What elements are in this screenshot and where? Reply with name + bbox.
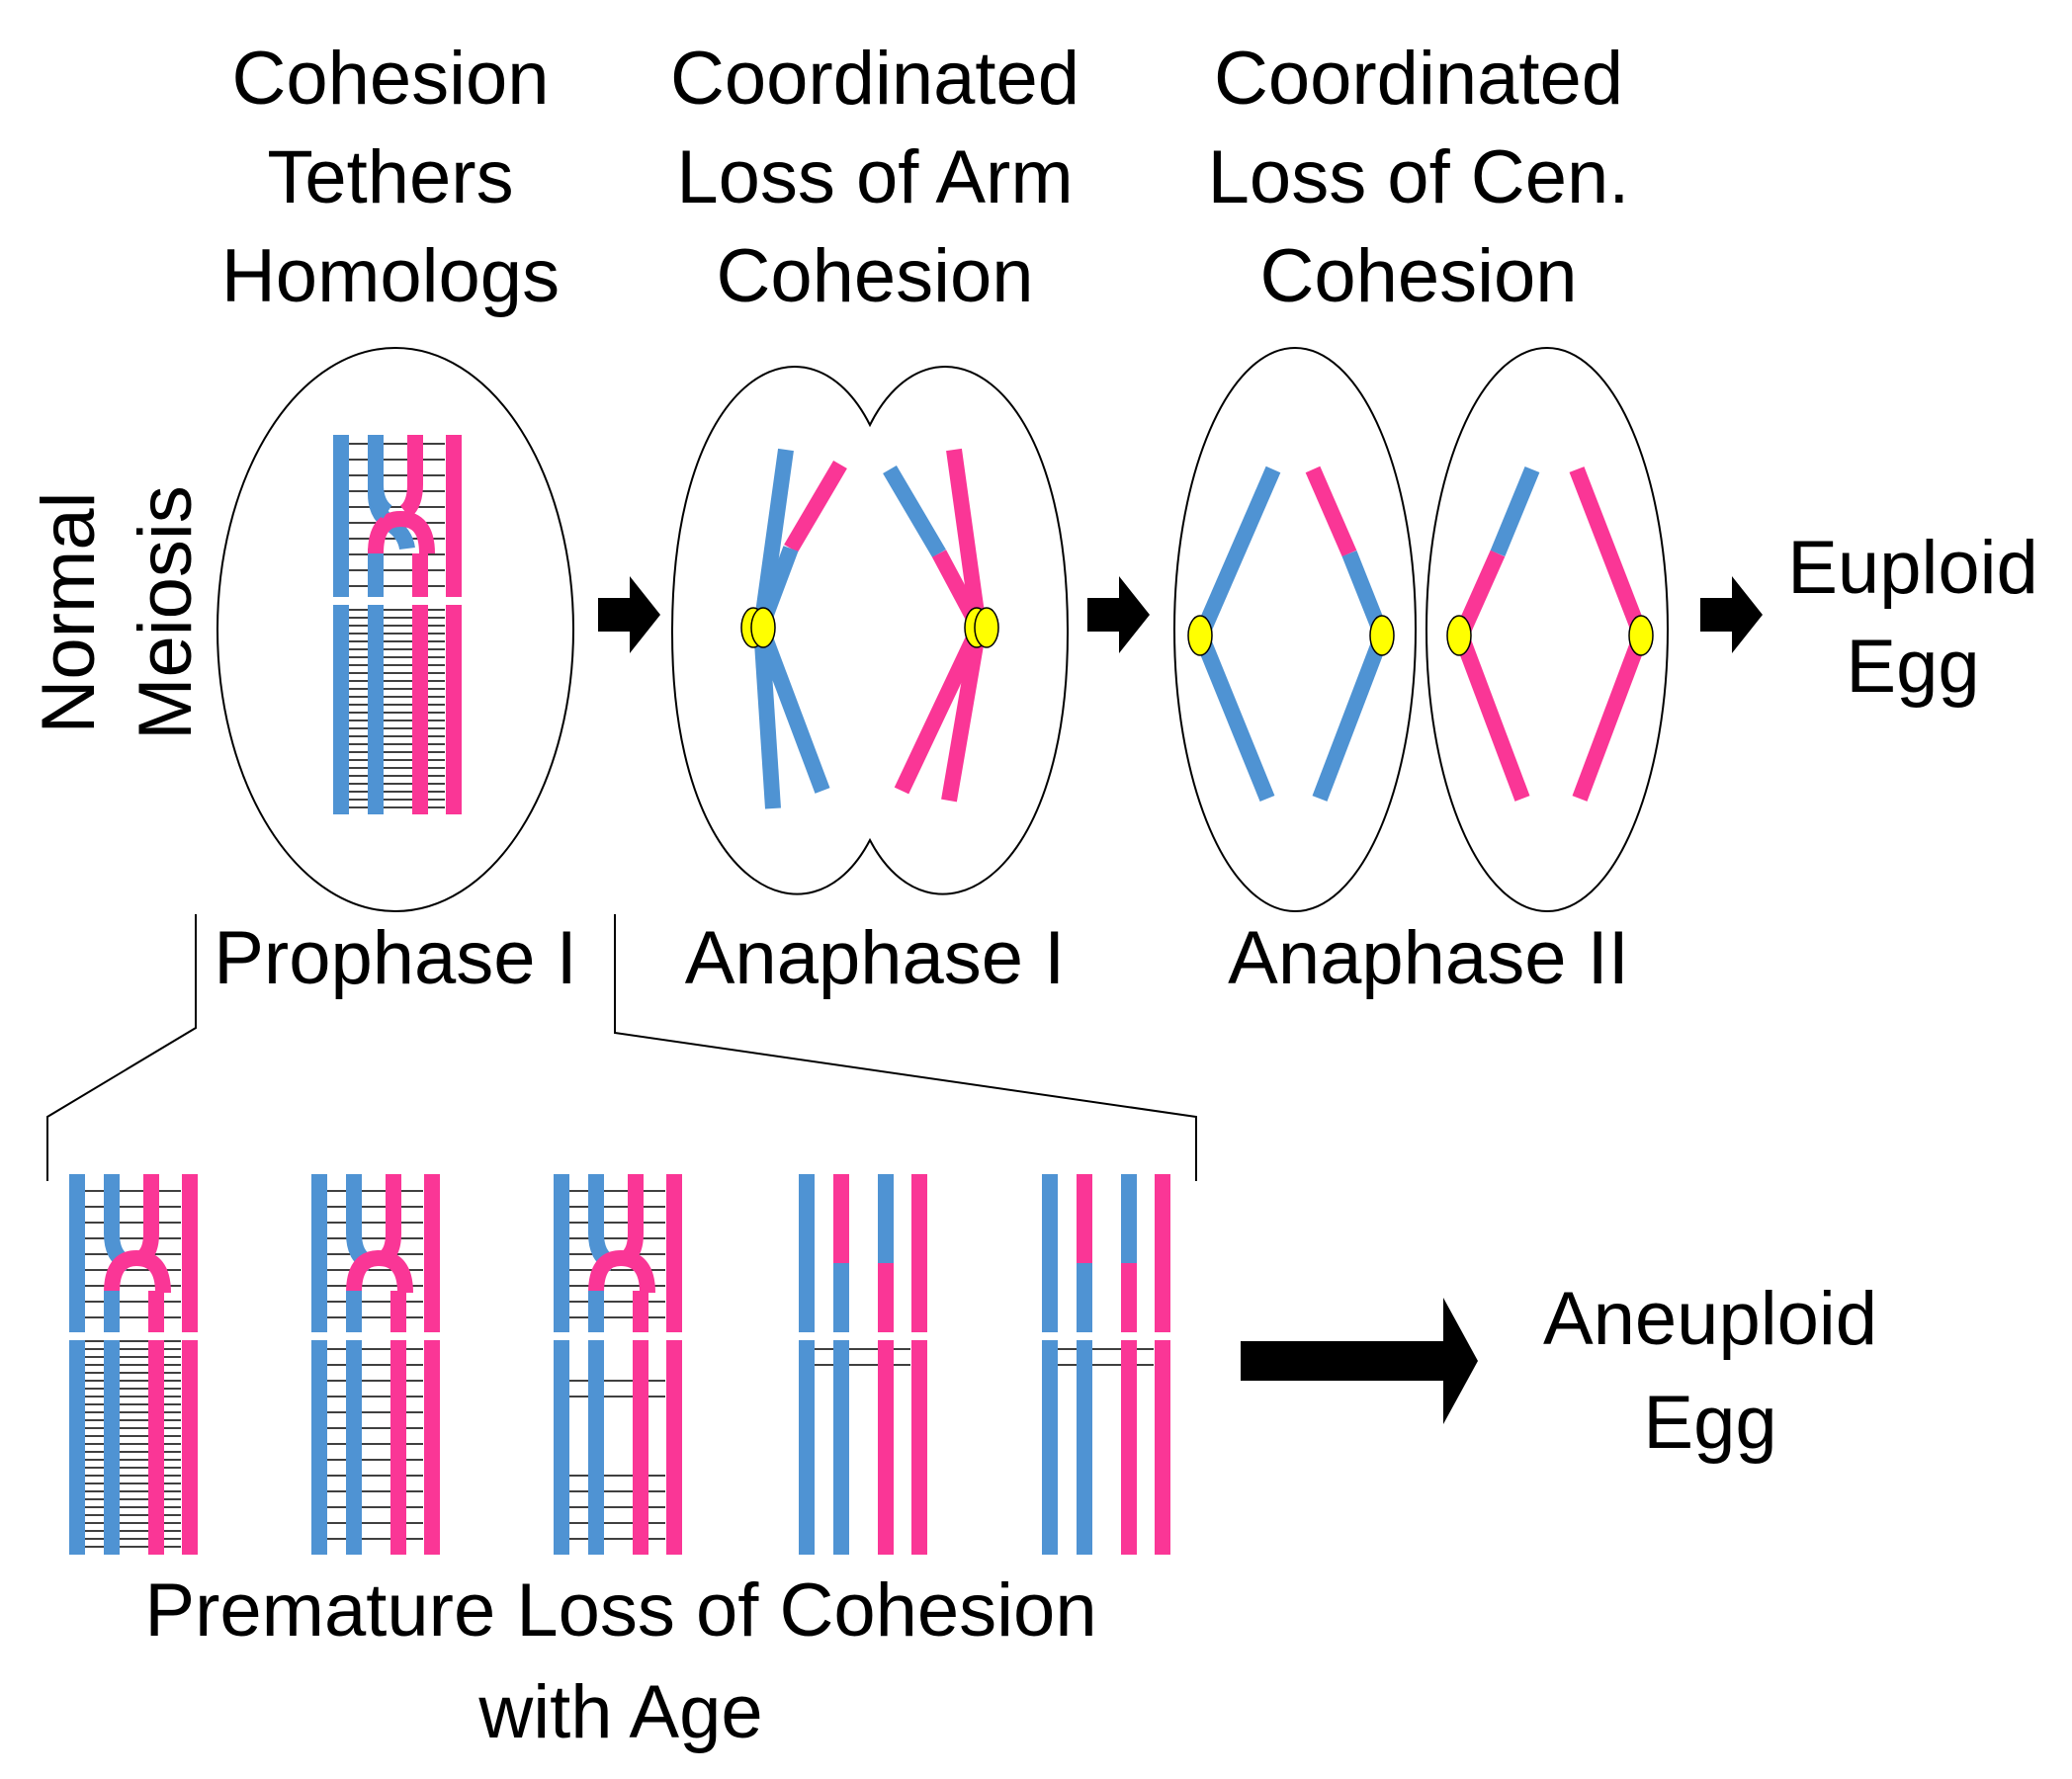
header-prophase: Cohesion Tethers Homologs [221,37,560,318]
svg-text:Cohesion: Cohesion [716,234,1033,318]
svg-text:Premature Loss of Cohesion: Premature Loss of Cohesion [144,1568,1096,1652]
svg-text:Homologs: Homologs [221,234,560,318]
stage-label-anaphase2: Anaphase II [1228,916,1629,1000]
stage-label-prophase: Prophase I [214,916,577,1000]
cell-outline-icon [1173,347,1417,912]
svg-text:Coordinated: Coordinated [1214,37,1623,121]
header-anaphase1: Coordinated Loss of Arm Cohesion [670,37,1079,318]
anaphase2-cells [1173,347,1669,912]
arrow-right-icon [1087,576,1150,653]
arrow-right-icon [1700,576,1763,653]
svg-text:Egg: Egg [1643,1381,1776,1465]
svg-text:Coordinated: Coordinated [670,37,1079,121]
premature-loss-panels [64,1174,1175,1555]
arrow-right-icon [598,576,660,653]
prophase-cell [216,347,574,912]
aneuploid-label: Aneuploid Egg [1543,1277,1877,1465]
chromosome-icon [64,1174,203,1555]
euploid-label: Euploid Egg [1787,526,2038,709]
bottom-caption: Premature Loss of Cohesion with Age [144,1568,1096,1754]
svg-text:Cohesion: Cohesion [1259,234,1577,318]
side-label: Normal Meiosis [27,485,208,740]
stage-label-anaphase1: Anaphase I [685,916,1066,1000]
svg-text:Cohesion: Cohesion [231,37,549,121]
chromosome-icon [333,435,349,814]
cell-outline-icon [670,366,1070,895]
svg-text:Euploid: Euploid [1787,526,2038,610]
cell-outline-icon [216,347,574,912]
svg-text:Egg: Egg [1846,625,1979,709]
svg-text:Loss of Cen.: Loss of Cen. [1208,135,1630,219]
zoom-bracket [46,914,1197,1181]
svg-text:Tethers: Tethers [267,135,513,219]
svg-text:Aneuploid: Aneuploid [1543,1277,1877,1361]
anaphase1-cell [670,366,1070,895]
header-anaphase2: Coordinated Loss of Cen. Cohesion [1208,37,1630,318]
svg-text:Meiosis: Meiosis [124,485,208,740]
svg-text:with Age: with Age [477,1670,762,1754]
arrow-right-icon [1241,1298,1478,1424]
svg-text:Normal: Normal [27,492,111,734]
svg-text:Loss of Arm: Loss of Arm [676,135,1073,219]
